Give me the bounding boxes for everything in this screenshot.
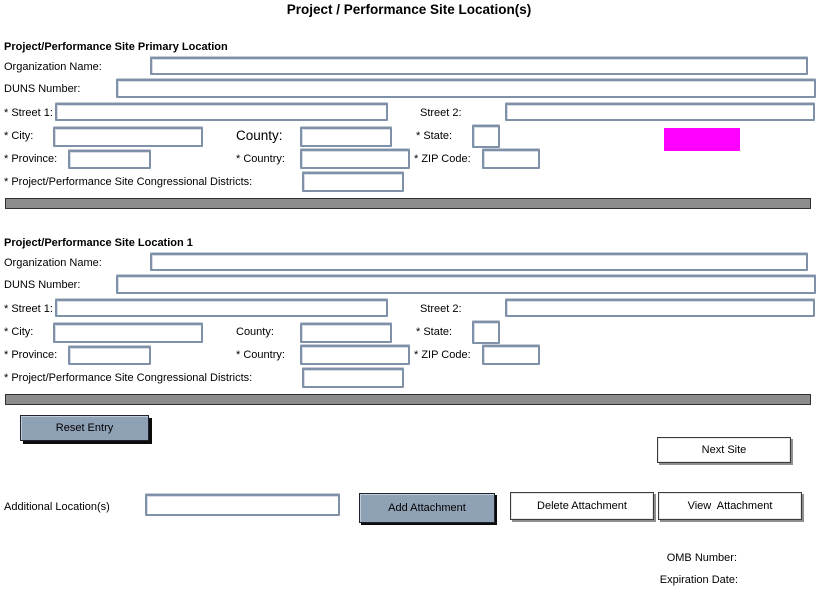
province-label: * Province: <box>4 349 58 361</box>
org-name-label: Organization Name: <box>4 257 102 269</box>
section-location1-header: Project/Performance Site Location 1 <box>4 237 193 249</box>
org-name-input[interactable] <box>150 57 808 75</box>
duns-input[interactable] <box>116 275 816 294</box>
city-label: * City: <box>4 130 34 142</box>
view-attachment-button[interactable]: View Attachment <box>658 492 802 520</box>
street2-input[interactable] <box>505 299 815 317</box>
country-label: * Country: <box>236 349 285 361</box>
section-location-1: Project/Performance Site Location 1 Orga… <box>0 237 818 409</box>
additional-locations-input[interactable] <box>145 494 340 516</box>
city-input[interactable] <box>53 127 203 147</box>
additional-locations-label: Additional Location(s) <box>4 501 110 513</box>
zip-input[interactable] <box>482 345 540 365</box>
zip-label: * ZIP Code: <box>414 153 471 165</box>
county-label: County: <box>236 128 283 143</box>
city-label: * City: <box>4 326 34 338</box>
page-title: Project / Performance Site Location(s) <box>286 2 532 17</box>
section-divider-bar <box>5 394 811 405</box>
congressional-districts-label: * Project/Performance Site Congressional… <box>4 372 253 384</box>
section-primary-header: Project/Performance Site Primary Locatio… <box>4 41 228 53</box>
org-name-label: Organization Name: <box>4 61 102 73</box>
zip-input[interactable] <box>482 149 540 169</box>
country-input[interactable] <box>300 149 410 169</box>
county-input[interactable] <box>300 323 392 343</box>
section-divider-bar <box>5 198 811 209</box>
state-input[interactable] <box>472 321 500 344</box>
expiration-date-label: Expiration Date: <box>659 574 738 586</box>
state-input[interactable] <box>472 125 500 148</box>
street2-label: Street 2: <box>420 303 462 315</box>
province-input[interactable] <box>68 150 151 169</box>
org-name-input[interactable] <box>150 253 808 271</box>
section-primary-location: Project/Performance Site Primary Locatio… <box>0 41 818 213</box>
add-attachment-button[interactable]: Add Attachment <box>359 493 495 523</box>
duns-label: DUNS Number: <box>4 83 81 95</box>
congressional-districts-label: * Project/Performance Site Congressional… <box>4 176 253 188</box>
county-label: County: <box>236 326 274 338</box>
city-input[interactable] <box>53 323 203 343</box>
state-label: * State: <box>416 130 453 142</box>
reset-entry-button[interactable]: Reset Entry <box>20 415 149 441</box>
congressional-districts-input[interactable] <box>302 172 404 192</box>
duns-label: DUNS Number: <box>4 279 81 291</box>
street1-label: * Street 1: <box>4 303 53 315</box>
street2-input[interactable] <box>505 103 815 121</box>
street1-input[interactable] <box>55 103 388 121</box>
street1-label: * Street 1: <box>4 107 53 119</box>
province-input[interactable] <box>68 346 151 365</box>
next-site-button[interactable]: Next Site <box>657 437 791 463</box>
street1-input[interactable] <box>55 299 388 317</box>
omb-number-label: OMB Number: <box>666 552 737 564</box>
state-highlight-box <box>664 128 740 151</box>
country-label: * Country: <box>236 153 285 165</box>
county-input[interactable] <box>300 127 392 147</box>
duns-input[interactable] <box>116 79 816 98</box>
province-label: * Province: <box>4 153 58 165</box>
street2-label: Street 2: <box>420 107 462 119</box>
delete-attachment-button[interactable]: Delete Attachment <box>510 492 654 520</box>
state-label: * State: <box>416 326 453 338</box>
congressional-districts-input[interactable] <box>302 368 404 388</box>
zip-label: * ZIP Code: <box>414 349 471 361</box>
country-input[interactable] <box>300 345 410 365</box>
